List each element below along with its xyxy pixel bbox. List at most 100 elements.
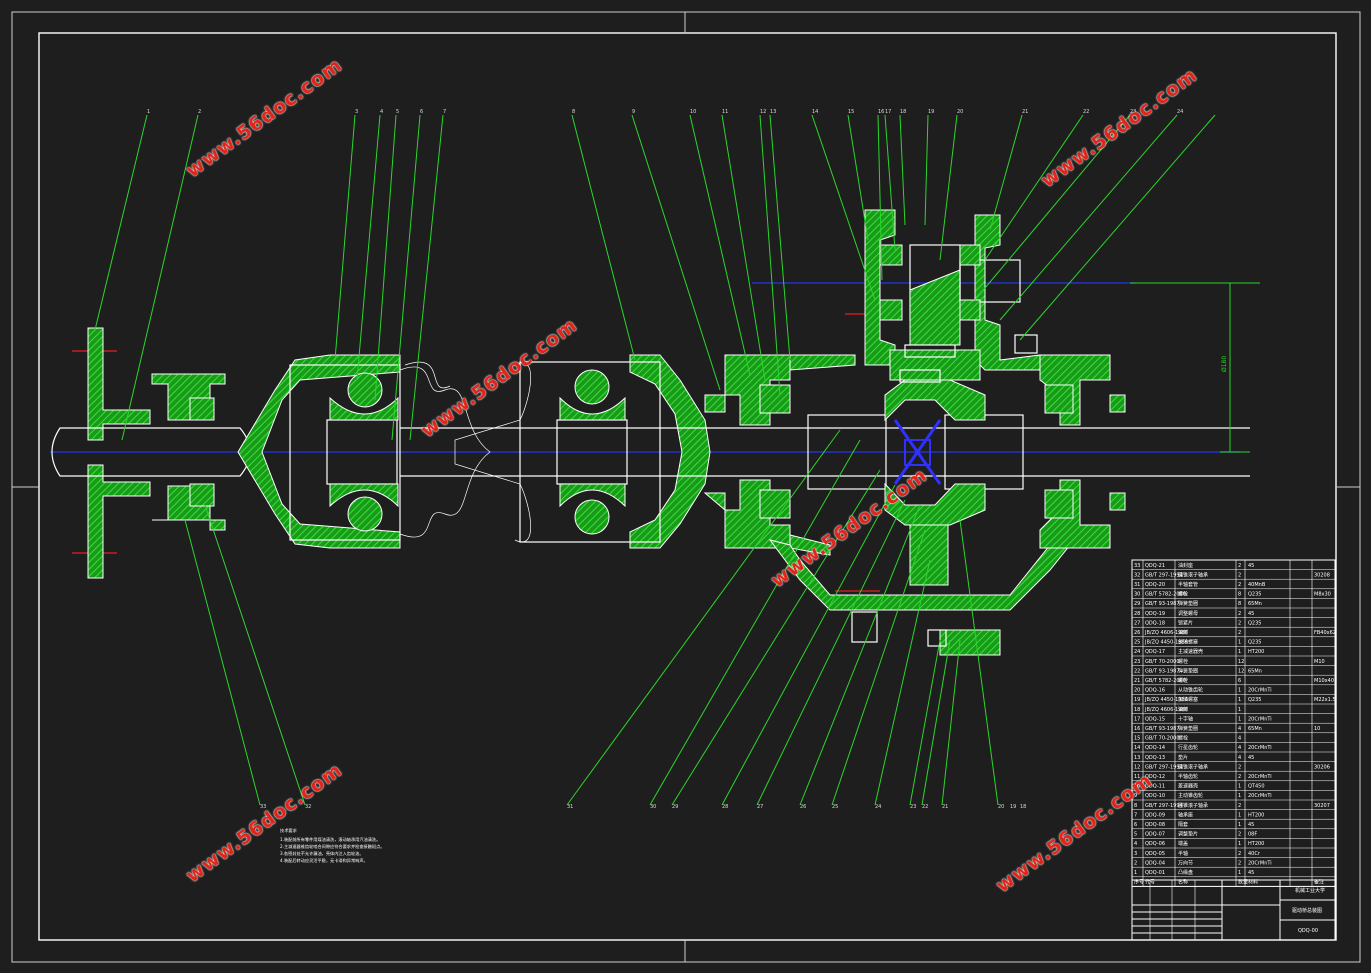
parts-cell: GB/T 5782-2000 bbox=[1145, 678, 1186, 684]
parts-cell: 20CrMnTi bbox=[1248, 793, 1272, 799]
parts-cell: 23 bbox=[1134, 659, 1140, 665]
leader-lines-bottom bbox=[184, 429, 999, 806]
parts-cell: 油封 bbox=[1178, 706, 1188, 713]
parts-cell: JB/ZQ 4606-1986 bbox=[1144, 630, 1188, 636]
parts-cell: 4 bbox=[1238, 755, 1241, 761]
balloon-number: 18 bbox=[900, 109, 906, 115]
parts-cell: GB/T 93-1987 bbox=[1145, 668, 1180, 674]
parts-cell: 端盖 bbox=[1178, 840, 1188, 847]
parts-cell: QDQ-04 bbox=[1145, 860, 1165, 866]
parts-cell: 1 bbox=[1238, 688, 1241, 694]
parts-cell: HT200 bbox=[1248, 649, 1264, 655]
balloon-number: 16 bbox=[878, 109, 884, 115]
parts-cell: 2 bbox=[1238, 563, 1241, 569]
parts-cell: 调整螺母 bbox=[1178, 610, 1198, 617]
parts-cell: 1 bbox=[1238, 812, 1241, 818]
balloon-number: 15 bbox=[848, 109, 854, 115]
tech-note-line: 1.装配前所有零件用煤油清洗，滚动轴承用汽油清洗。 bbox=[280, 836, 380, 843]
parts-cell: QDQ-18 bbox=[1145, 620, 1165, 626]
parts-cell: 12 bbox=[1238, 668, 1244, 674]
parts-cell: 3 bbox=[1134, 851, 1137, 857]
parts-cell: 27 bbox=[1134, 620, 1140, 626]
parts-cell: 2 bbox=[1238, 582, 1241, 588]
parts-cell: 1 bbox=[1238, 793, 1241, 799]
parts-cell: 30207 bbox=[1314, 803, 1330, 809]
parts-cell: 30206 bbox=[1314, 764, 1330, 770]
flange-yoke bbox=[51, 327, 251, 579]
parts-cell: 45 bbox=[1248, 611, 1254, 617]
balloon-number: 19 bbox=[1010, 804, 1016, 810]
parts-cell: 65Mn bbox=[1248, 726, 1262, 732]
parts-cell: 6 bbox=[1238, 678, 1241, 684]
balloon-number: 3 bbox=[355, 109, 358, 115]
balloon-number: 1 bbox=[147, 109, 150, 115]
parts-cell: 4 bbox=[1238, 726, 1241, 732]
drive-shaft bbox=[400, 427, 1250, 477]
balloon-number: 22 bbox=[922, 804, 928, 810]
parts-cell: 1 bbox=[1238, 697, 1241, 703]
parts-cell: 垫片 bbox=[1178, 754, 1188, 761]
parts-cell: 2 bbox=[1238, 630, 1241, 636]
parts-cell: 万向节 bbox=[1178, 859, 1193, 866]
parts-cell: 2 bbox=[1238, 611, 1241, 617]
parts-cell: QDQ-20 bbox=[1145, 582, 1165, 588]
balloon-number: 6 bbox=[420, 109, 423, 115]
parts-cell: Q235 bbox=[1248, 640, 1261, 646]
parts-cell: GB/T 70-2000 bbox=[1145, 659, 1180, 665]
parts-cell: 凸缘盘 bbox=[1178, 869, 1193, 876]
parts-cell: 圆锥滚子轴承 bbox=[1178, 571, 1208, 578]
title-drawing-name: 驱动桥总装图 bbox=[1292, 907, 1322, 914]
parts-cell: 圆锥滚子轴承 bbox=[1178, 802, 1208, 809]
parts-cell: 半轴 bbox=[1178, 850, 1188, 857]
parts-cell: 圆锥滚子轴承 bbox=[1178, 763, 1208, 770]
parts-cell: 30 bbox=[1134, 592, 1140, 598]
parts-cell: 2 bbox=[1238, 851, 1241, 857]
parts-cell: 4 bbox=[1134, 841, 1137, 847]
parts-cell: 从动锥齿轮 bbox=[1178, 687, 1203, 694]
parts-cell: 油封座 bbox=[1178, 562, 1193, 569]
parts-cell: QDQ-16 bbox=[1145, 688, 1165, 694]
parts-cell: JB/ZQ 4450-1986 bbox=[1144, 640, 1188, 646]
parts-cell: QDQ-01 bbox=[1145, 870, 1165, 876]
balloon-number: 21 bbox=[942, 804, 948, 810]
parts-cell: 20CrMnTi bbox=[1248, 860, 1272, 866]
parts-header-cell: 数量 bbox=[1238, 879, 1248, 886]
parts-cell: M8x30 bbox=[1314, 592, 1331, 598]
balloon-number: 30 bbox=[650, 804, 656, 810]
parts-cell: 20 bbox=[1134, 688, 1140, 694]
parts-cell: 2 bbox=[1238, 764, 1241, 770]
parts-cell: 25 bbox=[1134, 640, 1140, 646]
parts-cell: GB/T 297-1994 bbox=[1145, 803, 1183, 809]
dimension-text: Ø180 bbox=[1221, 356, 1228, 372]
parts-header-cell: 备注 bbox=[1314, 879, 1324, 886]
parts-cell: 10 bbox=[1134, 784, 1140, 790]
parts-cell: 1 bbox=[1238, 841, 1241, 847]
parts-cell: M10 bbox=[1314, 659, 1325, 665]
parts-header-cell: 名称 bbox=[1178, 879, 1188, 886]
parts-cell: 45 bbox=[1248, 755, 1254, 761]
parts-cell: 22 bbox=[1134, 668, 1140, 674]
balloon-number: 22 bbox=[1083, 109, 1089, 115]
parts-cell: 24 bbox=[1134, 649, 1140, 655]
parts-cell: GB/T 93-1987 bbox=[1145, 726, 1180, 732]
parts-cell: 弹簧垫圈 bbox=[1178, 600, 1198, 607]
balloon-number: 21 bbox=[1022, 109, 1028, 115]
parts-cell: 弹簧垫圈 bbox=[1178, 667, 1198, 674]
balloon-number: 14 bbox=[812, 109, 818, 115]
parts-cell: 16 bbox=[1134, 726, 1140, 732]
parts-cell: GB/T 5782-2000 bbox=[1145, 592, 1186, 598]
parts-cell: 12 bbox=[1134, 764, 1140, 770]
parts-cell: 2 bbox=[1134, 860, 1137, 866]
parts-cell: 加油螺塞 bbox=[1178, 696, 1198, 703]
parts-cell: 8 bbox=[1238, 592, 1241, 598]
balloon-number: 24 bbox=[1177, 109, 1183, 115]
parts-cell: 1 bbox=[1238, 649, 1241, 655]
tech-note-line: 4.装配后转动应灵活平稳，无卡滞和异常响声。 bbox=[280, 857, 368, 864]
parts-cell: GB/T 70-2000 bbox=[1145, 736, 1180, 742]
parts-cell: QDQ-14 bbox=[1145, 745, 1165, 751]
balloon-number: 32 bbox=[305, 804, 311, 810]
parts-cell: QDQ-13 bbox=[1145, 755, 1165, 761]
parts-cell: FB40x62 bbox=[1314, 630, 1336, 636]
balloon-number: 17 bbox=[885, 109, 891, 115]
